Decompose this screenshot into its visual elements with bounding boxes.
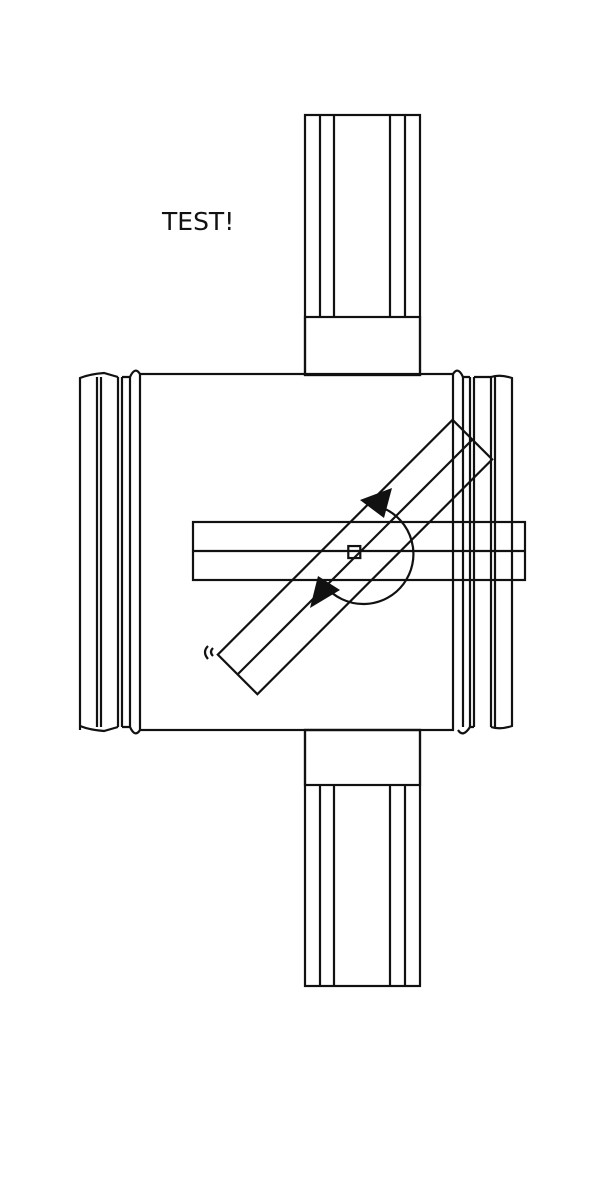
rotation-arrow-icon	[310, 488, 415, 608]
pivot-square	[347, 544, 362, 560]
top-duct	[303, 113, 422, 377]
bottom-duct-seal	[303, 728, 422, 787]
shaft-bar	[191, 520, 527, 582]
damper-blade	[216, 418, 494, 696]
left-flange	[78, 369, 141, 735]
diagram-label: TEST!	[161, 207, 234, 236]
top-duct-seal	[303, 315, 422, 377]
sound-wave-icon	[203, 645, 214, 660]
bottom-duct	[303, 728, 422, 988]
